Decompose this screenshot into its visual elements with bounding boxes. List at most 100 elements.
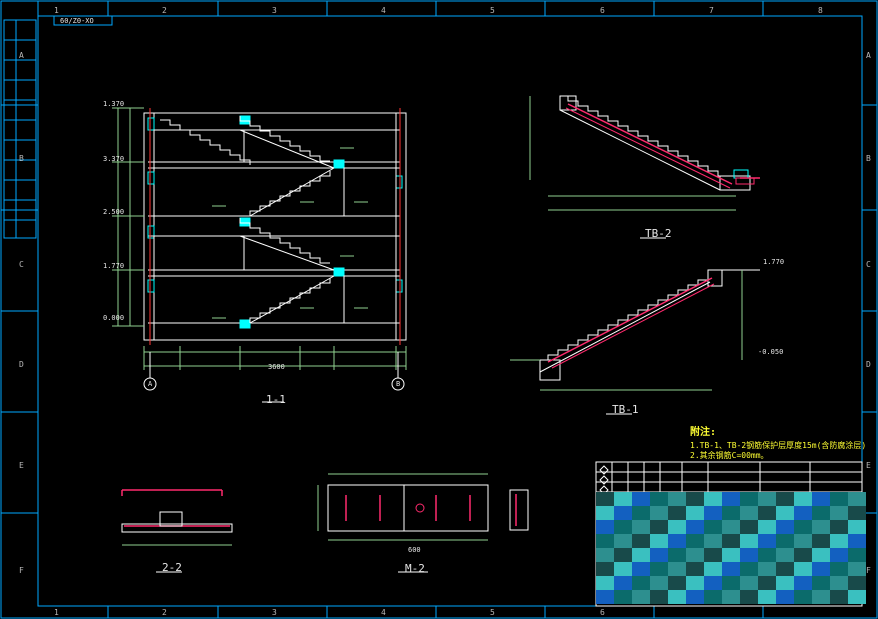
title-block-logo-cell	[758, 590, 776, 604]
title-block-logo-cell	[848, 506, 866, 520]
title-block-logo-cell	[794, 506, 812, 520]
title-block-logo-cell	[848, 520, 866, 534]
grid-col-1-top: 1	[54, 6, 59, 15]
title-block-logo-cell	[776, 506, 794, 520]
elevation-label-1: 1.370	[103, 100, 125, 108]
title-block-logo-cell	[722, 576, 740, 590]
title-block-logo-cell	[830, 520, 848, 534]
grid-row-b-left: B	[19, 154, 24, 163]
title-block-logo-cell	[686, 492, 704, 506]
flight-3-soffit	[239, 235, 335, 271]
grid-col-7-top: 7	[709, 6, 714, 15]
title-block-logo-cell	[722, 520, 740, 534]
wall-marker-4	[395, 175, 403, 189]
tb1-top-beam	[707, 269, 723, 287]
title-block-logo-cell	[668, 506, 686, 520]
grid-col-4-bottom: 4	[381, 608, 386, 617]
landing-box-upper	[343, 167, 397, 217]
section-2-2-title: 2-2	[162, 561, 182, 574]
title-block-logo-cell	[776, 534, 794, 548]
flight-2-soffit	[249, 167, 335, 217]
title-block-logo-cell	[848, 590, 866, 604]
title-block-logo-cell	[632, 506, 650, 520]
title-block-logo-cell	[848, 562, 866, 576]
title-block-logo-cell	[794, 534, 812, 548]
title-block-logo-cell	[794, 520, 812, 534]
title-block-logo-cell	[632, 534, 650, 548]
grid-row-b-right: B	[866, 154, 871, 163]
wall-marker-0	[147, 117, 155, 131]
axis-bubble-label-a: A	[148, 380, 153, 388]
title-block-logo-cell	[668, 492, 686, 506]
tb1-rebar-main	[547, 277, 713, 363]
title-block-logo-cell	[758, 492, 776, 506]
title-block-logo-cell	[632, 562, 650, 576]
title-block-logo-cell	[632, 548, 650, 562]
column-head-2	[239, 217, 251, 227]
grid-col-2-top: 2	[162, 6, 167, 15]
title-block-logo-cell	[650, 534, 668, 548]
title-block-logo-cell	[722, 548, 740, 562]
grid-col-5-top: 5	[490, 6, 495, 15]
title-block-logo-cell	[614, 548, 632, 562]
grid-row-c-left: C	[19, 260, 24, 269]
title-block-logo-cell	[596, 548, 614, 562]
title-block-logo-cell	[668, 590, 686, 604]
title-block-logo-cell	[596, 576, 614, 590]
title-block-logo-cell	[740, 534, 758, 548]
wall-marker-1	[147, 171, 155, 185]
elevation-label-3: 2.500	[103, 208, 125, 216]
title-block-logo-cell	[740, 492, 758, 506]
title-block-logo-cell	[758, 576, 776, 590]
elevation-label-4: 1.770	[103, 262, 125, 270]
title-block-logo-cell	[830, 562, 848, 576]
title-block-logo-cell	[596, 562, 614, 576]
stair-flight-1	[239, 116, 330, 162]
landing-box-lower	[343, 275, 397, 324]
title-block-logo-cell	[686, 506, 704, 520]
tb1-rebar-bottom	[551, 283, 715, 369]
stair-flight-4	[249, 278, 331, 323]
title-block-logo-cell	[722, 562, 740, 576]
title-block-logo-cell	[668, 576, 686, 590]
title-block-logo-cell	[776, 590, 794, 604]
m2-outline	[327, 484, 489, 532]
title-block-logo-cell	[614, 492, 632, 506]
m2-anchor-circle	[415, 503, 425, 513]
title-block-logo-cell	[830, 590, 848, 604]
title-block-logo-cell	[632, 520, 650, 534]
left-title-strip	[3, 19, 17, 239]
grid-row-e-right: E	[866, 461, 871, 470]
title-block-logo-cell	[758, 520, 776, 534]
grid-col-2-bottom: 2	[162, 608, 167, 617]
title-block-logo-cell	[848, 534, 866, 548]
tb2-top-beam	[559, 95, 577, 111]
title-block-logo-cell	[740, 562, 758, 576]
tb1-bottom-elevation: -0.050	[758, 348, 784, 356]
tb1-step-profile	[540, 269, 760, 361]
title-block-logo-cell	[668, 534, 686, 548]
title-block-logo-cell	[704, 534, 722, 548]
notes-line-2: 2.其余钢筋C=00mm。	[690, 451, 769, 460]
tb1-bottom-beam	[539, 359, 561, 381]
title-block-logo-cell	[614, 534, 632, 548]
stair-flight-3	[239, 218, 330, 264]
title-block-diamond-1	[599, 475, 609, 485]
title-block-logo-cell	[776, 492, 794, 506]
grid-col-6-top: 6	[600, 6, 605, 15]
axis-bubble-label-b: B	[396, 380, 401, 388]
elevation-label-2: 3.370	[103, 155, 125, 163]
title-block-logo-cell	[614, 590, 632, 604]
title-block-logo-cell	[596, 506, 614, 520]
title-block-logo-cell	[758, 534, 776, 548]
column-head-3	[333, 267, 345, 277]
title-block-logo-cell	[704, 492, 722, 506]
section-1-1-title: 1-1	[266, 393, 286, 406]
grid-col-3-top: 3	[272, 6, 277, 15]
grid-col-5-bottom: 5	[490, 608, 495, 617]
grid-row-f-right: F	[866, 566, 871, 575]
grid-col-3-bottom: 3	[272, 608, 277, 617]
title-block-logo-cell	[758, 548, 776, 562]
title-block-logo-cell	[686, 520, 704, 534]
title-block-logo-cell	[668, 520, 686, 534]
